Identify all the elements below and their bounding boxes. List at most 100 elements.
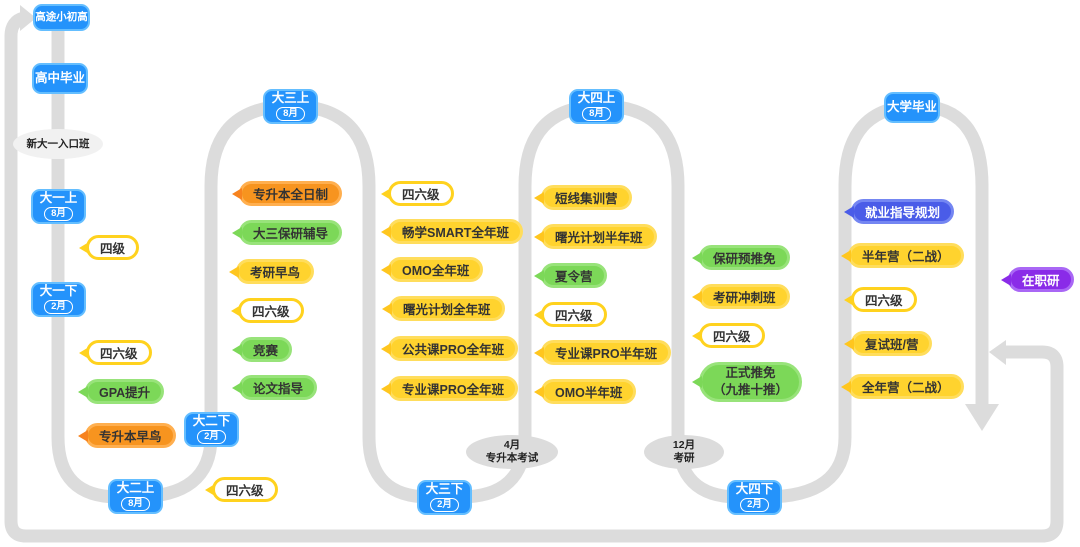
course-pill-label: 曙光计划半年班 xyxy=(555,231,643,245)
milestone-label: 大一下 xyxy=(39,283,78,298)
milestone-label: 大三上 xyxy=(271,90,310,105)
course-pill: 半年营（二战） xyxy=(841,243,964,268)
course-pill: 大三保研辅导 xyxy=(232,220,343,245)
pill-connector-arrow-icon xyxy=(1001,273,1011,286)
exam-ellipse-label: 新大一入口班 xyxy=(26,137,90,150)
pill-connector-arrow-icon xyxy=(844,337,854,350)
course-pill-label: 四六级 xyxy=(100,347,138,361)
milestone-label: 高途小初高 xyxy=(35,10,88,23)
loop-back-path xyxy=(4,11,1064,543)
pill-connector-arrow-icon xyxy=(231,304,241,317)
course-pill: 四六级 xyxy=(381,181,454,206)
course-pill-label: OMO全年班 xyxy=(402,264,470,278)
milestone-month-badge: 2月 xyxy=(740,498,769,513)
pill-connector-arrow-icon xyxy=(841,380,851,393)
course-pill-label: 专业课PRO全年班 xyxy=(402,383,505,397)
milestone-node: 大三下 2月 xyxy=(417,480,472,515)
course-pill: 考研冲刺班 xyxy=(692,284,790,309)
milestone-month-badge: 2月 xyxy=(197,430,226,445)
milestone-month-badge: 8月 xyxy=(121,497,150,512)
pill-connector-arrow-icon xyxy=(205,483,215,496)
path-end-arrow-icon xyxy=(965,404,999,431)
milestone-label: 大二上 xyxy=(116,480,155,495)
loop-reentry-arrow-icon xyxy=(989,340,1006,365)
course-pill: 四六级 xyxy=(534,302,607,327)
course-pill: 正式推免（九推十推） xyxy=(692,362,803,402)
milestone-node: 大二下 2月 xyxy=(184,412,239,447)
milestone-label: 大二下 xyxy=(192,413,231,428)
course-pill: OMO半年班 xyxy=(534,379,637,404)
course-pill: 公共课PRO全年班 xyxy=(381,336,519,361)
course-pill-label-line: （九推十推） xyxy=(713,383,789,397)
course-pill: OMO全年班 xyxy=(381,257,484,282)
pill-connector-arrow-icon xyxy=(232,226,242,239)
pill-connector-arrow-icon xyxy=(382,302,392,315)
course-pill-label: OMO半年班 xyxy=(555,386,623,400)
course-pill-label: 保研预推免 xyxy=(713,252,776,266)
course-pill: 就业指导规划 xyxy=(844,199,955,224)
pill-connector-arrow-icon xyxy=(692,329,702,342)
pill-connector-arrow-icon xyxy=(78,385,88,398)
course-pill: 四六级 xyxy=(231,298,304,323)
course-pill: 曙光计划全年班 xyxy=(382,296,505,321)
course-pill: 四六级 xyxy=(205,477,278,502)
course-pill-label: 复试班/营 xyxy=(865,338,919,352)
main-serpentine-path xyxy=(51,14,989,504)
course-pill: 全年营（二战） xyxy=(841,374,964,399)
course-pill: 夏令营 xyxy=(534,263,607,288)
pill-connector-arrow-icon xyxy=(232,381,242,394)
course-pill: 四六级 xyxy=(79,340,152,365)
milestone-node: 大二上 8月 xyxy=(108,479,163,514)
exam-ellipse-label: 专升本考试 xyxy=(485,452,539,464)
pill-connector-arrow-icon xyxy=(381,263,391,276)
pill-connector-arrow-icon xyxy=(232,343,242,356)
pill-connector-arrow-icon xyxy=(844,293,854,306)
course-pill: 专业课PRO全年班 xyxy=(381,376,519,401)
course-pill: 论文指导 xyxy=(232,375,318,400)
pill-connector-arrow-icon xyxy=(381,342,391,355)
course-pill: 在职研 xyxy=(1001,267,1074,292)
course-pill: 保研预推免 xyxy=(692,245,790,270)
milestone-label: 大学毕业 xyxy=(886,99,937,114)
pill-connector-arrow-icon xyxy=(844,205,854,218)
course-pill-label: 四六级 xyxy=(226,484,264,498)
milestone-month-badge: 2月 xyxy=(430,498,459,513)
milestone-node: 大一上 8月 xyxy=(31,189,86,224)
milestone-month-badge: 8月 xyxy=(44,207,73,222)
milestone-node: 高途小初高 xyxy=(33,4,90,31)
course-pill-label: 考研冲刺班 xyxy=(713,291,776,305)
pill-connector-arrow-icon xyxy=(692,251,702,264)
course-pill-label: 全年营（二战） xyxy=(862,381,950,395)
milestone-label: 大一上 xyxy=(39,190,78,205)
pill-connector-arrow-icon xyxy=(229,265,239,278)
pill-connector-arrow-icon xyxy=(232,187,242,200)
exam-ellipse-label: 考研 xyxy=(673,452,695,464)
pill-connector-arrow-icon xyxy=(692,376,702,388)
course-pill-label: 四六级 xyxy=(865,294,903,308)
milestone-month-badge: 8月 xyxy=(582,107,611,122)
milestone-label: 大三下 xyxy=(425,481,464,496)
course-pill: 四六级 xyxy=(844,287,917,312)
course-pill-label: 考研早鸟 xyxy=(250,266,301,280)
course-pill: 曙光计划半年班 xyxy=(534,224,657,249)
pill-connector-arrow-icon xyxy=(692,290,702,303)
course-pill-label: 竞赛 xyxy=(253,344,279,358)
course-pill-label: 正式推免（九推十推） xyxy=(713,365,788,399)
pill-connector-arrow-icon xyxy=(534,230,544,243)
exam-ellipse-label: 4月 xyxy=(503,439,521,452)
course-pill-label: 就业指导规划 xyxy=(865,206,941,220)
milestone-node: 高中毕业 xyxy=(32,63,88,94)
course-pill-label: 半年营（二战） xyxy=(862,250,950,264)
course-pill-label: 公共课PRO全年班 xyxy=(402,343,505,357)
course-pill-label: 在职研 xyxy=(1022,274,1060,288)
course-pill: 复试班/营 xyxy=(844,331,933,356)
course-pill-label: 畅学SMART全年班 xyxy=(402,226,509,240)
course-pill-label: 短线集训营 xyxy=(555,192,618,206)
course-pill-label: 大三保研辅导 xyxy=(253,227,329,241)
course-pill-label: 夏令营 xyxy=(555,270,593,284)
pill-connector-arrow-icon xyxy=(534,308,544,321)
milestone-label: 大四上 xyxy=(577,90,616,105)
